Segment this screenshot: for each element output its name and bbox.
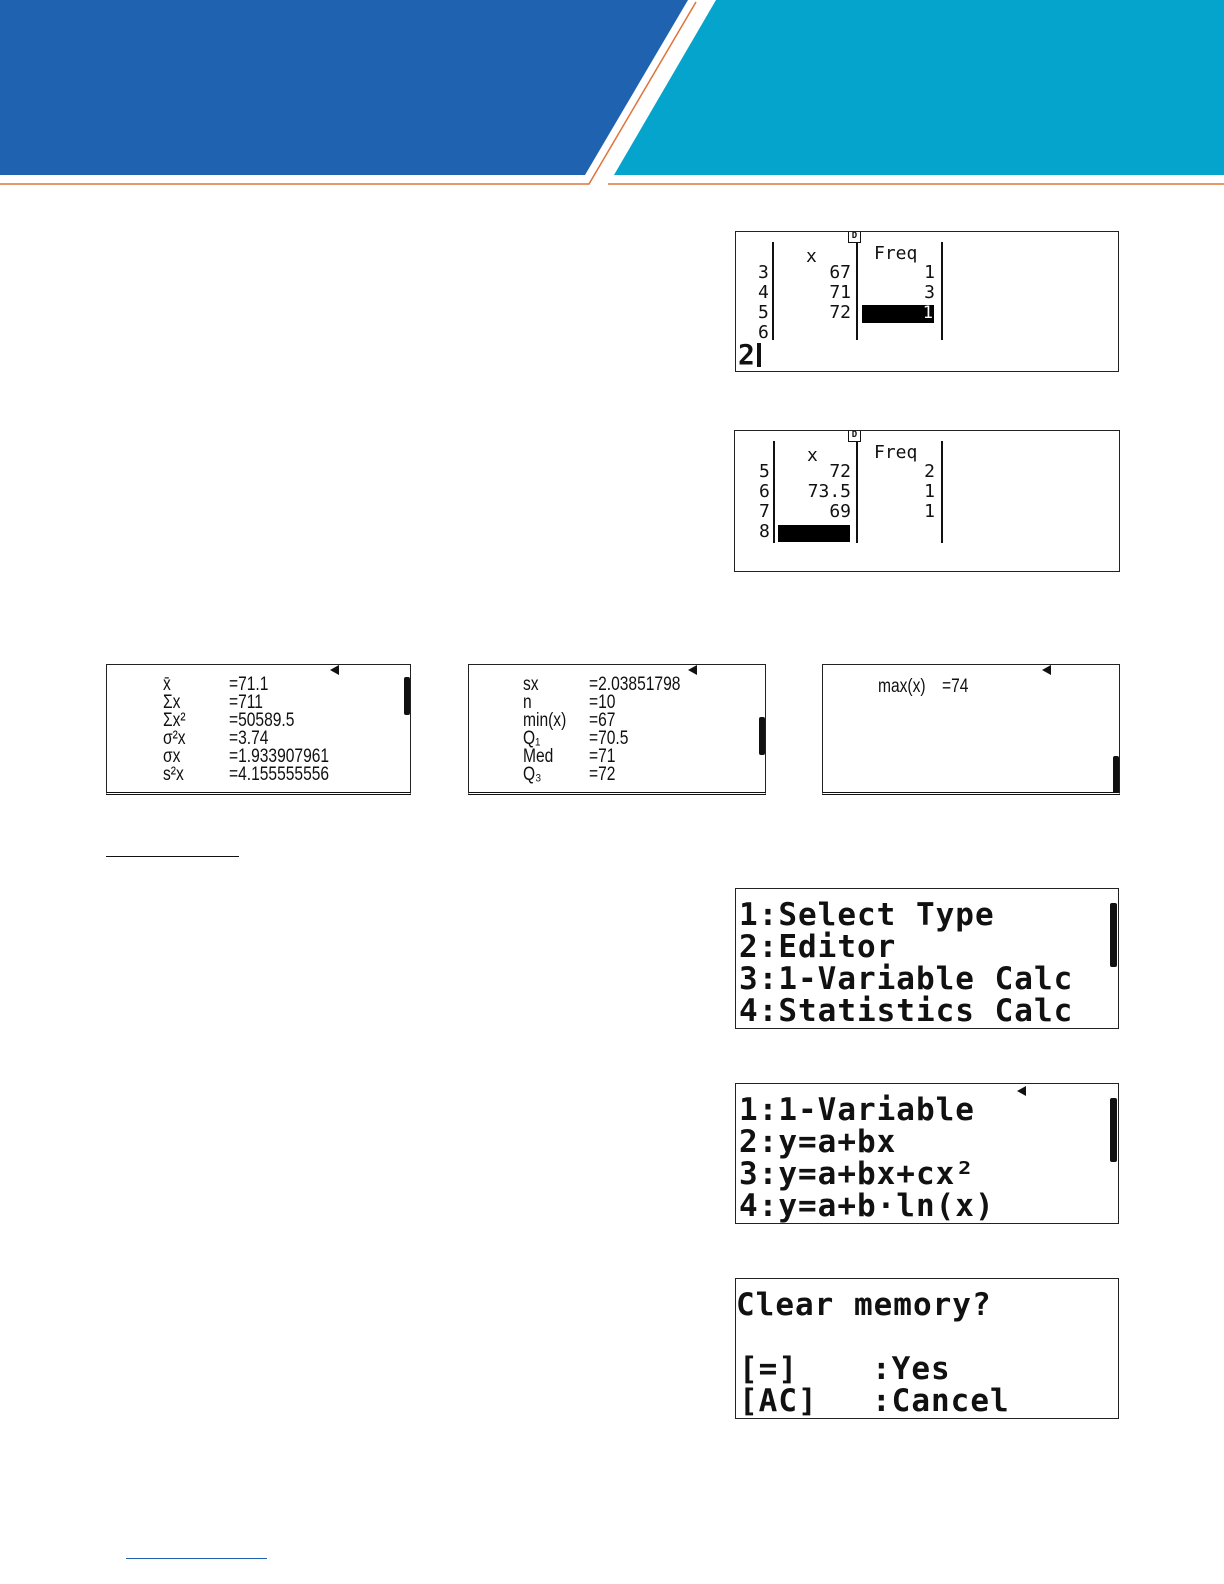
stat-value: =50589.5 (229, 710, 295, 731)
banner-accent-line (0, 1, 697, 185)
calculator-screen-editor-1: D x Freq 3 67 1 4 71 3 5 72 1 6 2 (735, 231, 1119, 372)
column-header-x: x (806, 246, 817, 267)
yes-key[interactable]: [=] (739, 1351, 798, 1387)
scrollbar[interactable] (404, 677, 410, 715)
menu-item-1-variable-calc[interactable]: 3:1-Variable Calc (739, 961, 1074, 997)
banner-left-shape (0, 0, 688, 175)
menu-item-select-type[interactable]: 1:Select Type (739, 897, 995, 933)
row-number: 4 (758, 282, 769, 303)
data-mode-icon: D (848, 431, 861, 442)
section-underline (106, 856, 239, 857)
cell-x: 73.5 (807, 481, 851, 502)
stat-label: σx (163, 746, 181, 767)
cell-freq: 1 (924, 501, 935, 522)
cell-freq: 3 (924, 282, 935, 303)
banner-right-shape (614, 0, 1224, 175)
scrollbar[interactable] (1110, 903, 1117, 967)
row-number: 5 (758, 302, 769, 323)
cell-x: 69 (829, 501, 851, 522)
cell-freq: 1 (922, 303, 933, 323)
footer-underline (126, 1558, 267, 1559)
cell-freq: 1 (924, 481, 935, 502)
scroll-left-indicator-icon (1042, 665, 1051, 675)
scroll-left-indicator-icon (688, 665, 697, 675)
entry-line: 2 (738, 338, 755, 371)
menu-item-statistics-calc[interactable]: 4:Statistics Calc (739, 993, 1074, 1029)
stat-value: =4.155555556 (229, 764, 330, 785)
stat-value: =1.933907961 (229, 746, 330, 767)
calculator-screen-menu-1: 1:Select Type 2:Editor 3:1-Variable Calc… (735, 888, 1119, 1029)
menu-item-editor[interactable]: 2:Editor (739, 929, 897, 965)
yes-label: :Yes (872, 1351, 951, 1387)
menu-item-linear[interactable]: 2:y=a+bx (739, 1124, 897, 1160)
stat-label: σ²x (163, 728, 186, 749)
stat-label: Σx² (163, 710, 186, 731)
calculator-screen-menu-2: 1:1-Variable 2:y=a+bx 3:y=a+bx+cx² 4:y=a… (735, 1083, 1119, 1224)
stat-value: =71.1 (229, 674, 269, 695)
cell-x: 72 (829, 302, 851, 323)
column-header-x: x (807, 445, 818, 466)
scrollbar[interactable] (1110, 1098, 1117, 1162)
cell-x: 71 (829, 282, 851, 303)
row-number: 7 (759, 501, 770, 522)
stat-label: sx (523, 674, 539, 695)
stat-value: =70.5 (589, 728, 629, 749)
stat-label: Med (523, 746, 554, 767)
calculator-screen-stats-1: x̄ =71.1 Σx =711 Σx² =50589.5 σ²x =3.74 … (106, 664, 411, 795)
menu-item-quadratic[interactable]: 3:y=a+bx+cx² (739, 1156, 975, 1192)
menu-item-1-variable[interactable]: 1:1-Variable (739, 1092, 975, 1128)
cell-x-selected (778, 525, 850, 542)
cell-freq: 1 (924, 262, 935, 283)
calculator-screen-stats-2: sx =2.03851798 n =10 min(x) =67 Q₁ =70.5… (468, 664, 766, 795)
stat-value: =3.74 (229, 728, 269, 749)
row-number: 8 (759, 521, 770, 542)
scrollbar[interactable] (1113, 756, 1119, 792)
calculator-screen-clear-memory: Clear memory? [=] :Yes [AC] :Cancel (735, 1278, 1119, 1419)
column-header-freq: Freq (874, 442, 918, 463)
stat-value: =72 (589, 764, 616, 785)
clear-memory-title: Clear memory? (736, 1287, 992, 1323)
menu-item-logarithmic[interactable]: 4:y=a+b·ln(x) (739, 1188, 995, 1224)
stat-value: =74 (942, 676, 969, 697)
stat-value: =71 (589, 746, 616, 767)
calculator-screen-stats-3: max(x) =74 (822, 664, 1120, 795)
stat-label: s²x (163, 764, 184, 785)
cancel-key[interactable]: [AC] (739, 1383, 818, 1419)
calculator-screen-editor-2: D x Freq 5 72 2 6 73.5 1 7 69 1 8 (734, 430, 1120, 572)
header-banner (0, 0, 1224, 185)
cell-x: 72 (829, 461, 851, 482)
stat-value: =2.03851798 (589, 674, 681, 695)
stat-value: =711 (229, 692, 263, 713)
scroll-left-indicator-icon (1017, 1086, 1026, 1096)
data-mode-icon: D (848, 232, 861, 243)
stat-label: Σx (163, 692, 181, 713)
row-number: 6 (758, 322, 769, 343)
stat-label: x̄ (163, 674, 171, 695)
stat-label: Q₃ (523, 764, 542, 785)
cell-freq-selected (862, 305, 934, 323)
stat-value: =67 (589, 710, 616, 731)
cancel-label: :Cancel (872, 1383, 1010, 1419)
scrollbar[interactable] (759, 717, 765, 755)
row-number: 3 (758, 262, 769, 283)
cell-freq: 2 (924, 461, 935, 482)
scroll-left-indicator-icon (330, 665, 339, 675)
stat-label: Q₁ (523, 728, 541, 749)
stat-label: n (523, 692, 532, 713)
row-number: 5 (759, 461, 770, 482)
entry-cursor (757, 343, 761, 367)
cell-x: 67 (829, 262, 851, 283)
row-number: 6 (759, 481, 770, 502)
stat-label: max(x) (878, 676, 926, 697)
stat-label: min(x) (523, 710, 567, 731)
column-header-freq: Freq (874, 243, 918, 264)
stat-value: =10 (589, 692, 616, 713)
